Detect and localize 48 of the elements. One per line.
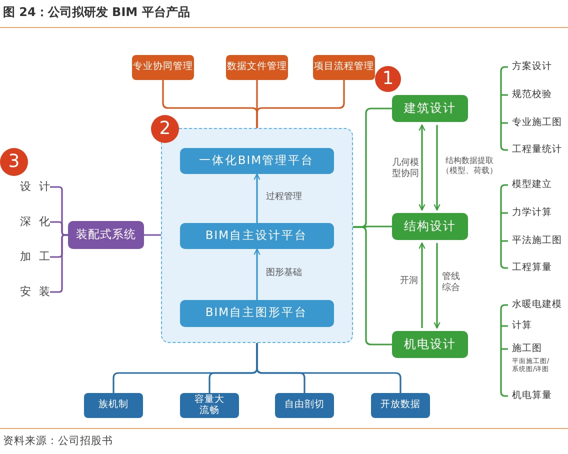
step-text: 深化	[20, 214, 50, 230]
item-text: 力学计算	[512, 207, 552, 218]
title-text: 图 24：公司拟研发 BIM 平台产品	[3, 5, 190, 20]
connector-line	[256, 80, 345, 128]
item-text: 水暖电建模	[512, 299, 562, 310]
module-box: 项目流程管理	[313, 55, 375, 80]
callout-number: 1	[375, 66, 401, 92]
edge-label: 几何模型协同	[391, 158, 419, 180]
item-text: 模型建立	[512, 179, 552, 190]
arrow	[418, 124, 426, 211]
edge-label: 管线综合	[442, 272, 461, 294]
module-box: 专业协同管理	[132, 55, 194, 80]
item-text: 工程量统计	[512, 144, 562, 156]
step-text: 设计	[20, 179, 50, 195]
item-text: 方案设计	[512, 61, 552, 72]
design-box: 建筑设计	[392, 95, 468, 122]
item-text: 平法施工图	[512, 235, 562, 246]
source-note: 资料来源：公司招股书	[3, 435, 113, 448]
platform-box: BIM自主设计平台	[180, 222, 334, 248]
item-text: 施工图	[512, 343, 542, 354]
arrow	[434, 243, 440, 329]
system-box: 装配式系统	[68, 221, 144, 249]
connector-line	[353, 226, 392, 346]
feature-box: 开放数据	[371, 393, 430, 418]
arrow	[434, 125, 440, 211]
connector-line	[144, 234, 161, 236]
item-text: 工程算量	[512, 262, 552, 274]
platform-box: 一体化BIM管理平台	[180, 148, 334, 174]
platform-box: BIM自主图形平台	[180, 300, 334, 326]
callout-number: 3	[0, 148, 28, 176]
connector-line	[256, 343, 402, 393]
item-text: 专业施工图	[512, 117, 562, 128]
arrow	[254, 248, 260, 300]
arrow	[418, 242, 426, 328]
step-text: 加工	[20, 249, 50, 265]
edge-label: 开洞	[398, 276, 418, 287]
item-text: 规范校验	[512, 89, 552, 100]
feature-box: 族机制	[84, 393, 143, 418]
feature-box: 自由剖切	[275, 393, 334, 418]
callout-number: 2	[151, 115, 179, 143]
item-text: 机电算量	[512, 390, 552, 402]
design-box: 结构设计	[392, 213, 468, 240]
feature-box: 容量大流畅	[180, 393, 239, 418]
step-text: 安装	[20, 284, 50, 300]
module-box: 数据文件管理	[226, 55, 288, 80]
item-text: 计算	[512, 320, 532, 332]
design-box: 机电设计	[392, 331, 468, 358]
arrow	[254, 173, 260, 223]
